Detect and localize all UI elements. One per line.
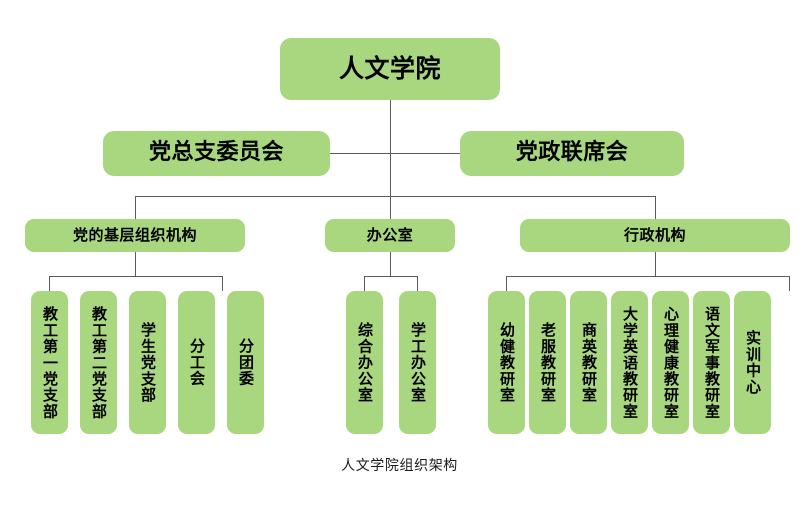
connector-academic-drop-7	[789, 276, 790, 291]
node-label: 商英教研室	[580, 322, 598, 403]
node-label: 学工办公室	[409, 322, 427, 403]
connector-root-to-level3	[390, 153, 391, 196]
node-label: 办公室	[366, 226, 414, 245]
connector-root-down	[390, 100, 391, 157]
node-label: 分工会	[188, 338, 206, 387]
connector-level3-drop-mid	[390, 196, 391, 219]
connector-group-academic-bus	[506, 276, 789, 277]
node-label: 综合办公室	[356, 322, 374, 403]
node-office[interactable]: 办公室	[325, 219, 455, 252]
connector-level3-bus	[135, 196, 655, 197]
node-branch-youth-league-committee[interactable]: 分团委	[227, 291, 264, 434]
node-label: 分团委	[237, 338, 255, 387]
node-label: 教工第一党支部	[41, 305, 59, 420]
node-business-english-teaching-office[interactable]: 商英教研室	[570, 291, 607, 434]
node-label: 幼健教研室	[498, 322, 516, 403]
node-label: 实训中心	[744, 330, 762, 395]
node-party-government-joint-meeting[interactable]: 党政联席会	[460, 131, 684, 176]
node-general-office[interactable]: 综合办公室	[346, 291, 383, 434]
connector-academic-drop-1	[506, 276, 507, 291]
node-student-party-branch[interactable]: 学生党支部	[129, 291, 166, 434]
node-label: 语文军事教研室	[703, 305, 721, 420]
node-party-grassroots-organization[interactable]: 党的基层组织机构	[25, 219, 245, 252]
node-administrative-organization[interactable]: 行政机构	[520, 219, 790, 252]
node-faculty-first-party-branch[interactable]: 教工第一党支部	[31, 291, 68, 434]
node-label: 党总支委员会	[148, 140, 284, 166]
node-label: 行政机构	[623, 226, 686, 245]
node-training-center[interactable]: 实训中心	[734, 291, 771, 434]
node-student-affairs-office[interactable]: 学工办公室	[399, 291, 436, 434]
node-label: 大学英语教研室	[621, 305, 639, 420]
node-label: 教工第二党支部	[90, 305, 108, 420]
node-label: 学生党支部	[139, 322, 157, 403]
node-label: 老服教研室	[539, 322, 557, 403]
node-root-label: 人文学院	[338, 54, 441, 83]
node-label: 党政联席会	[515, 140, 629, 166]
node-college-english-teaching-office[interactable]: 大学英语教研室	[611, 291, 648, 434]
connector-level3-drop-left	[135, 196, 136, 219]
node-label: 党的基层组织机构	[72, 226, 197, 245]
node-childcare-health-teaching-office[interactable]: 幼健教研室	[488, 291, 525, 434]
connector-level2-bus	[330, 153, 460, 154]
connector-level3-drop-right	[655, 196, 656, 219]
connector-group-academic-stem	[655, 252, 656, 276]
node-faculty-second-party-branch[interactable]: 教工第二党支部	[80, 291, 117, 434]
connector-group-office-stem	[390, 252, 391, 276]
node-mental-health-teaching-office[interactable]: 心理健康教研室	[652, 291, 689, 434]
connector-party-drop-5	[222, 276, 223, 291]
chart-caption: 人文学院组织架构	[341, 458, 458, 474]
node-branch-union[interactable]: 分工会	[178, 291, 215, 434]
connector-office-drop-1	[364, 276, 365, 291]
node-elderly-service-teaching-office[interactable]: 老服教研室	[529, 291, 566, 434]
node-label: 心理健康教研室	[662, 305, 680, 420]
node-party-general-branch-committee[interactable]: 党总支委员会	[103, 131, 330, 176]
connector-group-office-bus	[364, 276, 417, 277]
node-chinese-military-teaching-office[interactable]: 语文军事教研室	[693, 291, 730, 434]
connector-party-drop-1	[49, 276, 50, 291]
connector-group-party-stem	[135, 252, 136, 276]
connector-office-drop-2	[417, 276, 418, 291]
node-root-college[interactable]: 人文学院	[280, 38, 500, 100]
connector-group-party-bus	[49, 276, 222, 277]
